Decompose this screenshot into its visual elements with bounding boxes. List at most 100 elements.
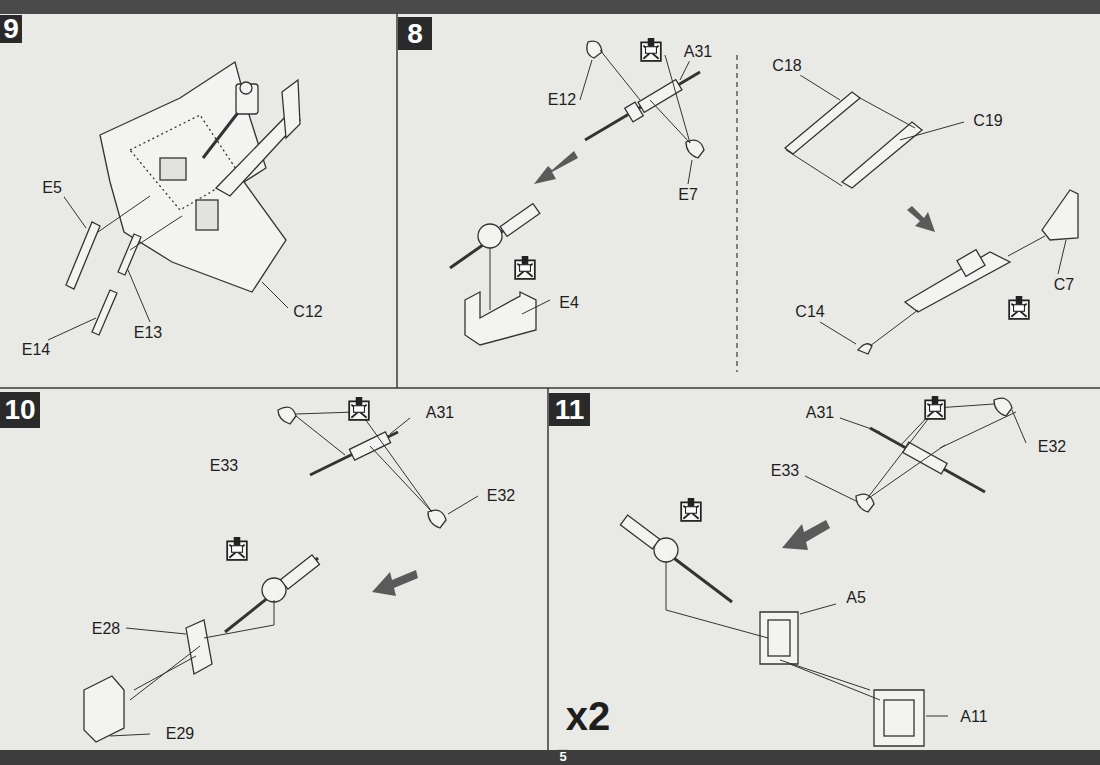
part-number: E29 bbox=[164, 725, 196, 743]
leader-line bbox=[805, 476, 858, 502]
leader-line bbox=[522, 300, 550, 314]
machine-gun bbox=[465, 292, 536, 345]
leader-line bbox=[110, 412, 478, 736]
leader-line bbox=[490, 50, 692, 314]
leader-line bbox=[48, 194, 288, 340]
gun-part bbox=[282, 80, 300, 138]
step-arrow bbox=[907, 206, 935, 232]
panel-divider bbox=[396, 14, 398, 388]
step-number: 9 bbox=[0, 15, 22, 43]
leader-line bbox=[790, 664, 880, 700]
machine-gun bbox=[638, 80, 682, 113]
leader-line bbox=[262, 282, 288, 308]
rocket-pod bbox=[785, 92, 1078, 354]
machine-gun bbox=[84, 407, 446, 742]
leader-line bbox=[900, 122, 964, 140]
armor-plate bbox=[160, 158, 186, 180]
no-glue-symbol bbox=[227, 537, 247, 560]
rocket-pod bbox=[858, 344, 872, 354]
leader-line bbox=[296, 412, 355, 414]
part-number: E33 bbox=[208, 457, 240, 475]
panel-divider bbox=[547, 388, 549, 750]
gun-part bbox=[203, 110, 240, 158]
leader-line bbox=[274, 600, 275, 625]
step-number-text: 10 bbox=[4, 396, 35, 424]
part-number: A31 bbox=[682, 43, 714, 61]
panel-divider bbox=[0, 14, 1100, 750]
machine-gun bbox=[278, 407, 296, 424]
part-number: E12 bbox=[546, 91, 578, 109]
leader-line bbox=[110, 734, 150, 736]
leader-line bbox=[390, 418, 410, 434]
small-part bbox=[118, 234, 141, 275]
leader-line bbox=[130, 216, 182, 250]
armor-plate bbox=[196, 200, 218, 230]
step-number: 10 bbox=[0, 392, 40, 428]
leader-line bbox=[134, 656, 196, 690]
step-arrow bbox=[372, 570, 418, 596]
part-number: A31 bbox=[804, 404, 836, 422]
part-number: C18 bbox=[770, 57, 803, 75]
page-band bbox=[0, 750, 1100, 765]
part-number: E5 bbox=[40, 179, 64, 197]
part-number: E28 bbox=[90, 620, 122, 638]
part-number: C14 bbox=[793, 303, 826, 321]
leader-line bbox=[680, 60, 690, 80]
leader-line bbox=[600, 50, 640, 100]
step-number: 8 bbox=[398, 17, 432, 50]
leader-line bbox=[870, 310, 918, 346]
machine-gun bbox=[870, 428, 985, 492]
leader-line bbox=[580, 60, 592, 100]
machine-gun bbox=[310, 432, 398, 475]
leader-line bbox=[666, 610, 768, 638]
machine-gun bbox=[500, 204, 540, 237]
part-number: E13 bbox=[132, 324, 164, 342]
machine-gun bbox=[884, 700, 914, 736]
leader-line bbox=[866, 410, 935, 500]
leader-line bbox=[800, 604, 836, 614]
leader-line bbox=[688, 160, 692, 184]
leader-line bbox=[840, 418, 880, 432]
part-number: A5 bbox=[844, 589, 868, 607]
part-number: C19 bbox=[971, 112, 1004, 130]
machine-gun bbox=[587, 41, 602, 58]
leader-line bbox=[940, 412, 1016, 448]
leader-line bbox=[866, 445, 945, 500]
machine-gun bbox=[760, 612, 798, 664]
step-number-text: 9 bbox=[3, 15, 19, 43]
small-part bbox=[92, 290, 117, 335]
leader-line bbox=[666, 562, 667, 610]
rocket-pod bbox=[785, 92, 860, 154]
step-number-text: 8 bbox=[407, 20, 423, 48]
machine-gun bbox=[994, 398, 1012, 416]
step-arrow bbox=[372, 570, 418, 596]
gun-part bbox=[240, 82, 252, 94]
machine-gun bbox=[450, 41, 704, 345]
armor-plate bbox=[100, 62, 286, 292]
rocket-pod bbox=[842, 122, 922, 188]
part-number: E32 bbox=[485, 487, 517, 505]
leader-line bbox=[786, 150, 842, 186]
leader-line bbox=[1012, 410, 1026, 443]
machine-gun bbox=[84, 676, 124, 742]
leader-line bbox=[1058, 240, 1066, 274]
step-number-text: 11 bbox=[555, 396, 585, 424]
leader-line bbox=[370, 446, 432, 512]
rocket-pod bbox=[957, 250, 985, 277]
small-part bbox=[66, 222, 100, 289]
leader-line bbox=[786, 75, 1066, 346]
leader-line bbox=[926, 716, 948, 717]
leader-line bbox=[1008, 236, 1045, 256]
step-arrow bbox=[534, 151, 578, 184]
step-arrow bbox=[907, 206, 935, 232]
no-glue-symbol bbox=[349, 397, 369, 420]
part-number: E33 bbox=[769, 462, 801, 480]
leader-line bbox=[360, 412, 432, 512]
step-arrow bbox=[782, 520, 830, 550]
machine-gun bbox=[428, 510, 446, 528]
rocket-pod bbox=[1042, 190, 1078, 240]
armor-plate bbox=[100, 62, 286, 292]
